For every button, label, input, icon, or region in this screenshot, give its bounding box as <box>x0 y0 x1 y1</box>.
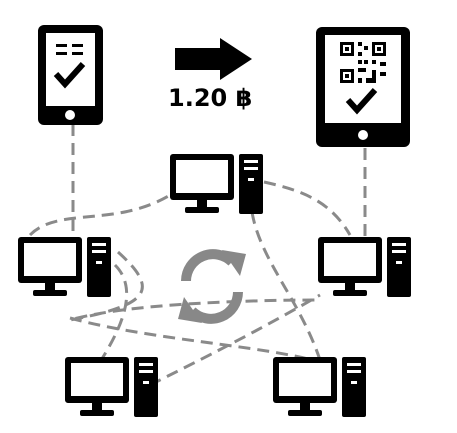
sync-icon <box>178 249 246 324</box>
link-top-bottomright <box>250 211 322 361</box>
amount-label: 1.20 ฿ <box>168 84 252 112</box>
link-left-right <box>69 250 321 322</box>
link-cross-a <box>69 316 321 364</box>
network-links <box>28 124 367 387</box>
link-left-bottomleft <box>98 263 129 363</box>
tablet-qr-code-icon <box>316 27 410 147</box>
desktop-computer-icon <box>273 357 366 417</box>
desktop-computer-icon <box>170 154 263 214</box>
desktop-computer-icon <box>318 237 411 297</box>
link-bottomleft-right <box>149 293 321 387</box>
desktop-computer-icon <box>18 237 111 297</box>
desktop-computer-icon <box>65 357 158 417</box>
arrow-right-icon <box>175 38 252 80</box>
link-top-right <box>263 180 352 236</box>
smartphone-checklist-icon <box>38 25 103 125</box>
amount-value: 1.20 <box>168 84 227 112</box>
link-top-left <box>28 188 179 237</box>
qr-code-icon <box>340 42 386 83</box>
currency-symbol: ฿ <box>236 84 253 112</box>
